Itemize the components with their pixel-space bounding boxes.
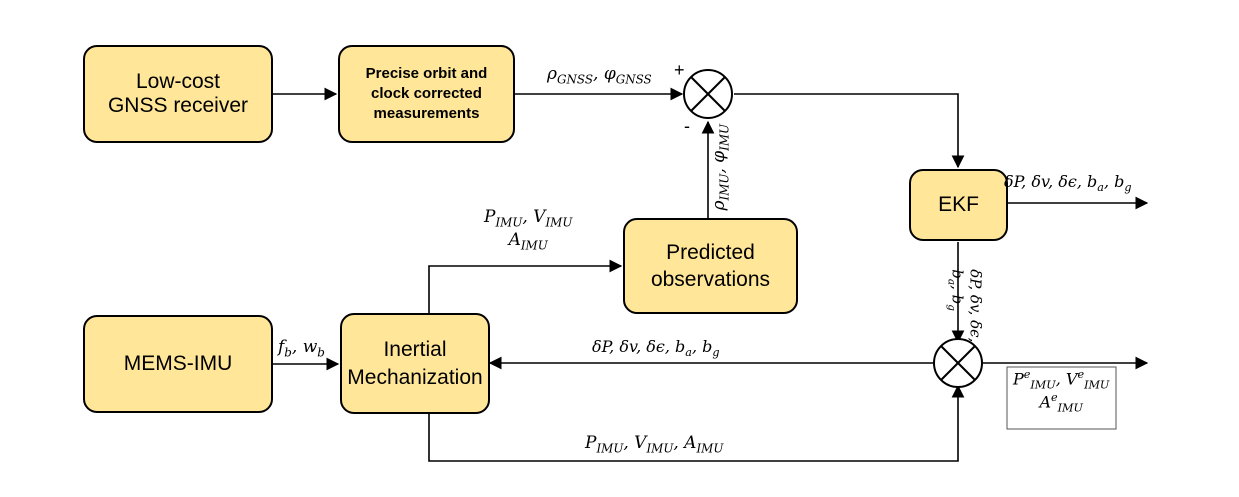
gnss-receiver-label: Low-cost GNSS receiver — [107, 70, 249, 117]
ekf-correction-down-label: δP, δv, δϵ, ba, bg — [945, 269, 985, 343]
imu-observation-label: ρIMU, φIMU — [709, 123, 732, 211]
predicted-observations-box: Predicted observations — [623, 218, 798, 314]
summing-junction-bottom — [933, 338, 983, 388]
output-pva-label: PeIMU, VeIMU AeIMU — [1013, 368, 1110, 415]
mems-imu-label: MEMS-IMU — [123, 352, 233, 375]
specific-force-rate-label: fb, wb — [278, 337, 325, 360]
output-box — [1006, 366, 1117, 430]
precise-measurements-label: Precise orbit and clock corrected measur… — [365, 64, 488, 123]
ekf-output-label: δP, δv, δϵ, ba, bg — [1004, 172, 1132, 195]
predicted-observations-label: Predicted observations — [650, 240, 771, 291]
gnss-receiver-box: Low-cost GNSS receiver — [83, 45, 273, 143]
ekf-label: EKF — [938, 193, 979, 216]
pva-bottom-label: PIMU, VIMU, AIMU — [585, 433, 724, 456]
minus-sign: - — [684, 116, 690, 136]
inertial-mechanization-box: Inertial Mechanization — [340, 313, 490, 414]
arrow-inertial-to-predicted — [428, 259, 623, 313]
feedback-correction-label: δP, δv, δϵ, ba, bg — [592, 337, 720, 360]
precise-measurements-box: Precise orbit and clock corrected measur… — [338, 45, 515, 143]
inertial-mechanization-label: Inertial Mechanization — [347, 338, 483, 389]
pva-top-label: PIMU, VIMU AIMU — [484, 207, 573, 253]
gnss-observation-label: ρGNSS, φGNSS — [547, 64, 652, 87]
summing-junction-top — [683, 69, 733, 119]
ekf-box: EKF — [909, 169, 1008, 241]
mems-imu-box: MEMS-IMU — [83, 315, 273, 413]
arrow-sum-to-ekf — [734, 93, 965, 169]
plus-sign: + — [674, 60, 685, 80]
arrow-inertial-to-sum — [428, 384, 965, 462]
